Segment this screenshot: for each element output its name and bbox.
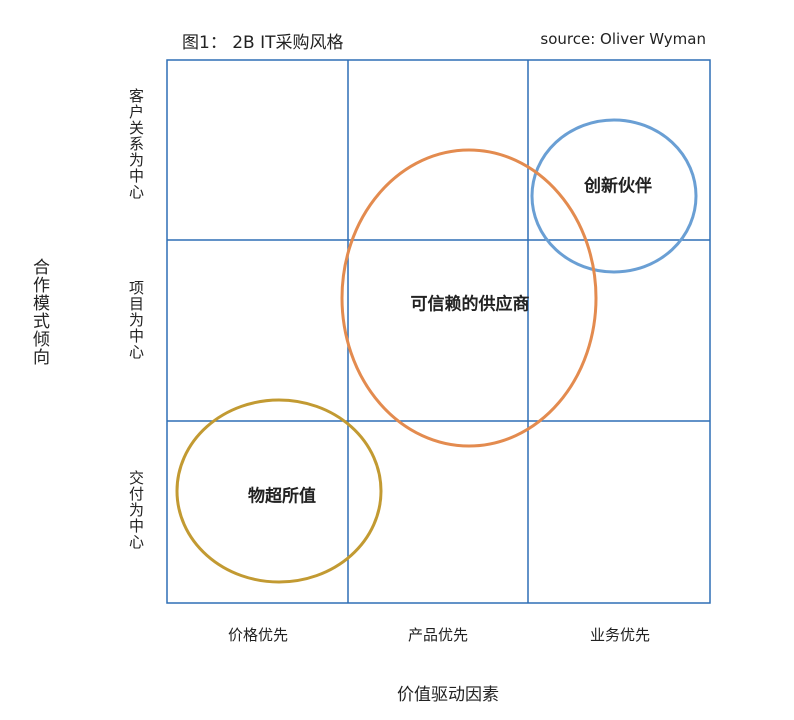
bubble-value-for-money-outline bbox=[175, 398, 383, 584]
y-axis-title: 合作模式倾向 bbox=[29, 258, 49, 366]
row-label-delivery: 交付为中心 bbox=[127, 470, 145, 550]
bubble-label-value-for-money: 物超所值 bbox=[248, 486, 316, 507]
figure-title: 图1： 2B IT采购风格 bbox=[182, 33, 344, 53]
bubble-label-innovation-partner: 创新伙伴 bbox=[584, 176, 652, 197]
column-label-business-first: 业务优先 bbox=[589, 626, 651, 644]
row-label-customer-relationship: 客户关系为中心 bbox=[127, 88, 145, 200]
grid-border bbox=[166, 59, 711, 604]
row-label-project: 项目为中心 bbox=[127, 280, 145, 360]
bubble-trusted-supplier-outline bbox=[340, 148, 598, 448]
source-note: source: Oliver Wyman bbox=[540, 30, 706, 48]
column-label-price-first: 价格优先 bbox=[227, 626, 289, 644]
bubble-label-trusted-supplier: 可信赖的供应商 bbox=[410, 294, 530, 315]
x-axis-title: 价值驱动因素 bbox=[397, 685, 499, 705]
column-label-product-first: 产品优先 bbox=[407, 626, 469, 644]
bubble-innovation-partner-outline bbox=[530, 118, 698, 274]
